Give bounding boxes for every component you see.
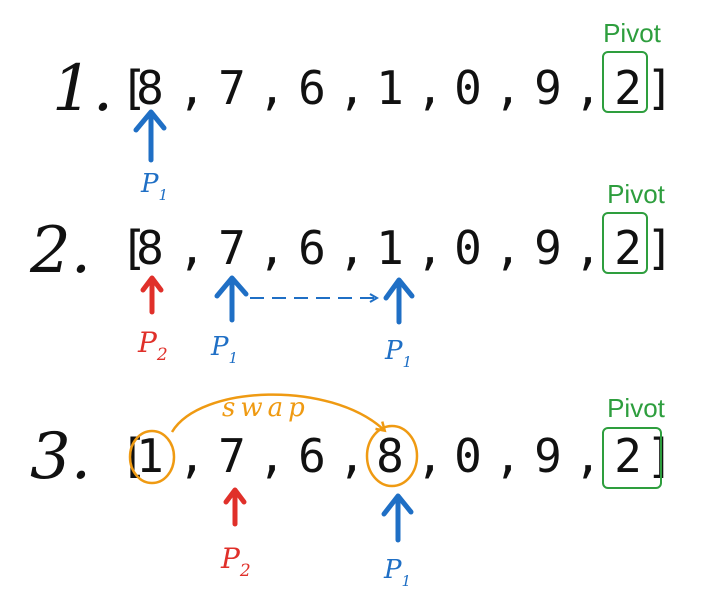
array-element: 6 [298,429,326,483]
pivot-element: 2 [614,61,642,115]
array-element: 9 [534,61,562,115]
array-element: 1 [376,61,404,115]
swap-circle-left [128,429,176,485]
separator: , [574,61,602,115]
separator: , [574,429,602,483]
array-element: 6 [298,61,326,115]
array-element: 0 [454,221,482,275]
separator: , [178,221,206,275]
pivot-box [602,51,648,113]
array-element: 9 [534,221,562,275]
swap-arrow-icon [170,393,384,433]
array-element: 1 [376,221,404,275]
step-number-label: 1. [52,52,113,126]
pointer-p1-from-arrow-icon [214,275,249,323]
separator: , [494,221,522,275]
pointer-p1-to-arrow-icon [383,277,415,325]
step-number-label: 3. [30,420,91,494]
open-bracket: [ [120,61,148,115]
pivot-box [602,427,662,489]
pivot-box [602,212,648,274]
separator: , [258,61,286,115]
array-element: 8 [376,429,404,483]
pointer-p2-arrow-icon [223,487,247,527]
pointer-p1-label: P1 [383,555,411,590]
array-element: 0 [454,429,482,483]
pivot-label: Pivot [607,393,666,423]
separator: , [416,221,444,275]
separator: , [494,429,522,483]
close-bracket: ] [646,61,674,115]
array-element: 1 [136,429,164,483]
separator: , [338,221,366,275]
separator: , [258,221,286,275]
array-element: 7 [218,61,246,115]
swap-circle-right [365,424,419,488]
separator: , [258,429,286,483]
pointer-p1-arrow-icon [381,493,414,543]
array-element: 7 [218,221,246,275]
array-element: 6 [298,221,326,275]
close-bracket: ] [646,221,674,275]
step-1: 1. [ 8 , 7 , 6 , 1 , 0 , 9 , 2 ] Pivot P… [52,18,674,204]
pivot-element: 2 [614,429,642,483]
pointer-p1-from-label: P1 [210,332,238,367]
separator: , [574,221,602,275]
separator: , [178,61,206,115]
separator: , [494,61,522,115]
array-element: 8 [136,221,164,275]
pointer-p1-arrow-icon [133,109,167,163]
step-number-label: 2. [29,214,91,288]
separator: , [338,61,366,115]
pivot-label: Pivot [603,18,662,48]
pointer-p1-to-label: P1 [384,336,412,371]
pivot-label: Pivot [607,179,666,209]
pointer-p2-label: P2 [220,542,251,581]
array-element: 7 [218,429,246,483]
array-element: 9 [534,429,562,483]
swap-label: swap [222,393,310,423]
separator: , [178,429,206,483]
array-element: 0 [454,61,482,115]
separator: , [338,429,366,483]
pivot-element: 2 [614,221,642,275]
pointer-p2-arrow-icon [140,275,164,315]
close-bracket: ] [646,429,674,483]
pointer-p2-label: P2 [137,326,168,365]
open-bracket: [ [120,221,148,275]
array-element: 8 [136,61,164,115]
pointer-p1-label: P1 [140,169,168,204]
step-3: 3. [ 1 , 7 , 6 , 8 , 0 , 9 , 2 ] Pivot s… [30,393,674,590]
separator: , [416,429,444,483]
separator: , [416,61,444,115]
step-2: 2. [ 8 , 7 , 6 , 1 , 0 , 9 , 2 ] Pivot P… [29,179,674,371]
